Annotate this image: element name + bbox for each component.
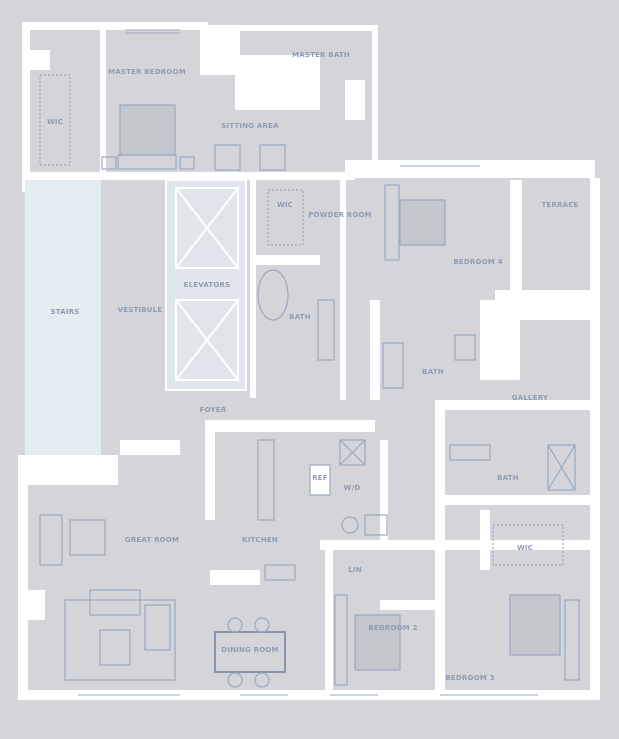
room-label-wic-master: WIC [46, 118, 64, 126]
room-label-great-room: GREAT ROOM [124, 536, 180, 544]
room-label-stairs: STAIRS [50, 308, 80, 316]
room-label-wd: W/D [343, 484, 361, 492]
room-label-ref: REF [312, 474, 328, 482]
room-label-master-bedroom: MASTER BEDROOM [108, 68, 186, 76]
bedroom-4-bed [399, 199, 446, 246]
room-label-vestibule: VESTIBULE [117, 306, 163, 314]
dining-table [214, 631, 286, 673]
room-label-bath-2: BATH [422, 368, 444, 376]
room-label-wic-3: WIC [516, 544, 534, 552]
room-label-foyer: FOYER [199, 406, 227, 414]
room-label-bedroom-2: BEDROOM 2 [368, 624, 418, 632]
furniture [39, 74, 580, 688]
room-label-terrace: TERRACE [541, 201, 579, 209]
room-label-bath-1: BATH [289, 313, 311, 321]
room-label-master-bath: MASTER BATH [292, 51, 350, 59]
room-label-bedroom-4: BEDROOM 4 [453, 258, 503, 266]
room-label-sitting-area: SITTING AREA [221, 122, 279, 130]
windows [78, 29, 538, 696]
exterior-walls [18, 22, 600, 700]
room-label-powder: POWDER ROOM [308, 211, 372, 219]
room-label-bedroom-3: BEDROOM 3 [445, 674, 495, 682]
interior-walls [25, 30, 595, 700]
room-label-bath-3: BATH [497, 474, 519, 482]
bedroom-2-bed [354, 614, 401, 671]
elevators [165, 179, 247, 391]
room-label-kitchen: KITCHEN [242, 536, 278, 544]
room-label-dining-room: DINING ROOM [221, 646, 279, 654]
stairs-area [25, 180, 101, 455]
room-label-wic-2: WIC [276, 201, 294, 209]
bedroom-3-bed [509, 594, 561, 656]
room-label-gallery: GALLERY [511, 394, 549, 402]
room-label-linen: LIN [348, 566, 362, 574]
room-label-elevators: ELEVATORS [183, 281, 231, 289]
master-bed [119, 104, 176, 156]
